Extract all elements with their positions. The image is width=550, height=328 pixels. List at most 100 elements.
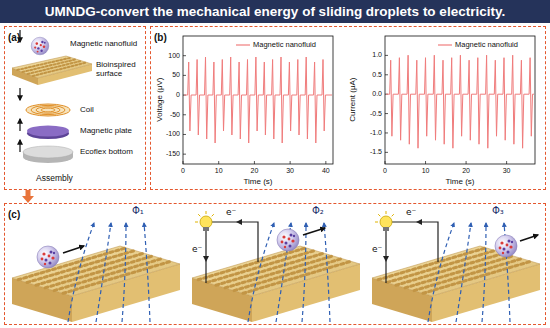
tick-mark [385, 74, 388, 75]
symbol-label: e⁻ [226, 207, 236, 217]
scene-1 [12, 223, 180, 322]
arrow-head [22, 196, 34, 203]
exploded-view-part [17, 58, 87, 76]
tick-label: 10 [422, 167, 430, 175]
title-bar: UMNDG-convert the mechanical energy of s… [0, 0, 550, 23]
exploded-view-part [19, 119, 20, 131]
tick-mark [290, 161, 291, 164]
symbol-label: Φ₁ [132, 205, 144, 217]
part-label: Magnetic nanofluid [70, 39, 137, 48]
tick-mark [183, 55, 186, 56]
exploded-view-part [31, 37, 49, 55]
tick-mark [506, 161, 507, 164]
plot-frame [385, 36, 535, 164]
tick-mark [254, 161, 255, 164]
tick-mark [385, 132, 388, 133]
axis-title: Voltage (μV) [154, 78, 163, 122]
tick-label: 0.0 [372, 90, 382, 98]
exploded-view-part [27, 126, 69, 137]
panel-letter: (b) [154, 32, 167, 44]
tick-label: 30 [503, 167, 511, 175]
scene-2 [192, 211, 360, 322]
tick-mark [183, 134, 186, 135]
tick-label: -50 [170, 111, 180, 119]
tick-label: 20 [251, 167, 259, 175]
tick-label: -1.5 [370, 148, 382, 156]
exploded-view [12, 30, 92, 163]
arrow-shaft [26, 190, 31, 197]
exploded-view-part [19, 140, 20, 152]
panel-box: (b) [150, 26, 546, 190]
exploded-view-part [31, 105, 65, 114]
symbol-label: e⁻ [406, 207, 416, 217]
signal-trace [184, 57, 332, 143]
legend-label: Magnetic nanofluid [455, 41, 518, 50]
part-label: Magnetic plate [80, 126, 132, 135]
tick-label: Time (s) [445, 177, 474, 186]
tick-label: 0 [383, 167, 387, 175]
symbol-label: e⁻ [372, 244, 382, 254]
signal-trace [386, 55, 534, 148]
tick-mark [385, 152, 388, 153]
symbol-label: Φ₂ [312, 205, 324, 217]
part-label: Assembly [36, 174, 73, 184]
scene-2-part [303, 228, 325, 235]
panel-box: (a) [4, 26, 146, 190]
scene-3-part [428, 223, 510, 322]
tick-mark [183, 154, 186, 155]
tick-label: 40 [322, 167, 330, 175]
exploded-view-part [41, 108, 55, 112]
tick-mark [466, 161, 467, 164]
tick-label: 0 [176, 91, 180, 99]
exploded-view-part [26, 104, 70, 116]
tick-label: 0 [181, 167, 185, 175]
exploded-view-part [19, 88, 20, 100]
scene-1-part [12, 246, 180, 322]
tick-label: -1.0 [370, 129, 382, 137]
chart-plots [183, 36, 535, 164]
exploded-view-part [36, 107, 60, 113]
scene-3-part [520, 235, 538, 241]
scene-2-part [195, 211, 258, 283]
scene-1-part [37, 246, 59, 268]
tick-label: -100 [166, 130, 180, 138]
tick-mark [183, 75, 186, 76]
scene-2-part [248, 223, 330, 322]
tick-label: 30 [286, 167, 294, 175]
exploded-view-part-part [22, 59, 76, 72]
tick-label: Time (s) [243, 177, 272, 186]
part-label: Ecoflex bottom [80, 147, 133, 156]
scene-1-part [63, 246, 84, 253]
tick-label: 1.0 [372, 51, 382, 59]
scene-3 [372, 211, 540, 322]
exploded-view-part-part [28, 61, 82, 74]
scene-2-part [192, 246, 360, 322]
panel-letter: (c) [8, 209, 20, 221]
scene-3-part [495, 235, 517, 257]
tick-label: 100 [168, 52, 180, 60]
legend-label: Magnetic nanofluid [253, 41, 316, 50]
legend-line [236, 44, 250, 45]
tick-mark [183, 114, 186, 115]
tick-mark [183, 161, 184, 164]
tick-mark [385, 161, 386, 164]
tick-label: 20 [462, 167, 470, 175]
scene-1-part [68, 223, 150, 322]
tick-mark [425, 161, 426, 164]
tick-mark [385, 113, 388, 114]
panel-letter: (a) [8, 32, 20, 44]
panel-box: (c) [4, 203, 546, 325]
part-label: Coil [80, 105, 94, 114]
scene-3-part [375, 211, 438, 283]
tick-label: 0.5 [372, 71, 382, 79]
scene-2-part [277, 229, 299, 251]
exploded-view-part-part [33, 62, 87, 76]
tick-label: 10 [215, 167, 223, 175]
tick-mark [218, 161, 219, 164]
exploded-view-part [12, 56, 92, 78]
symbol-label: Φ₃ [492, 205, 504, 217]
axis-title: Current (μA) [348, 78, 357, 122]
